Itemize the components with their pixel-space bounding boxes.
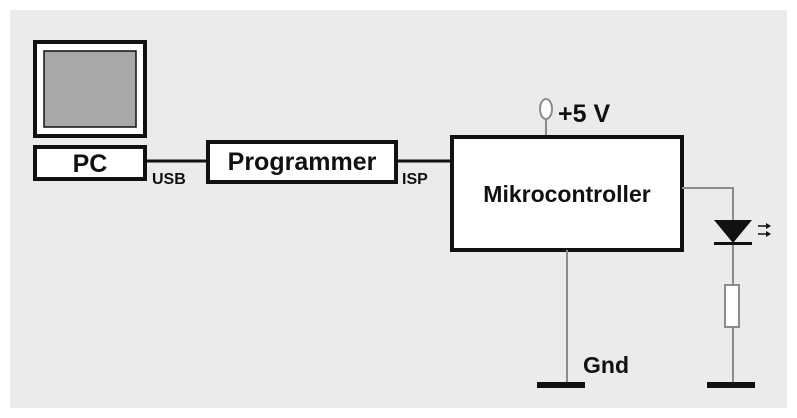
mcu-label: Mikrocontroller: [483, 181, 650, 207]
isp-label: ISP: [402, 171, 428, 188]
supply-terminal-icon: [539, 98, 553, 137]
led-wire-top: [682, 187, 734, 220]
pc-label: PC: [73, 150, 108, 178]
supply-terminal-circle: [539, 98, 553, 120]
programmer-label: Programmer: [228, 148, 377, 176]
usb-label: USB: [152, 171, 186, 188]
programmer-box: [206, 140, 398, 184]
ground-bar-mcu: [537, 382, 585, 388]
led-triangle: [714, 220, 752, 243]
computer-monitor-icon: [33, 40, 147, 138]
led-bar: [714, 242, 752, 245]
ground-bar-led: [707, 382, 755, 388]
gnd-label: Gnd: [583, 352, 629, 378]
led-icon: [714, 220, 771, 245]
pc-box: [33, 145, 147, 181]
led-light-arrow-1: [766, 223, 771, 229]
resistor-icon: [724, 284, 740, 328]
monitor-screen: [43, 50, 137, 128]
supply-label: +5 V: [558, 100, 610, 128]
led-light-arrow-2: [766, 231, 771, 237]
resistor-body: [724, 284, 740, 328]
ground-icon: [537, 382, 585, 388]
